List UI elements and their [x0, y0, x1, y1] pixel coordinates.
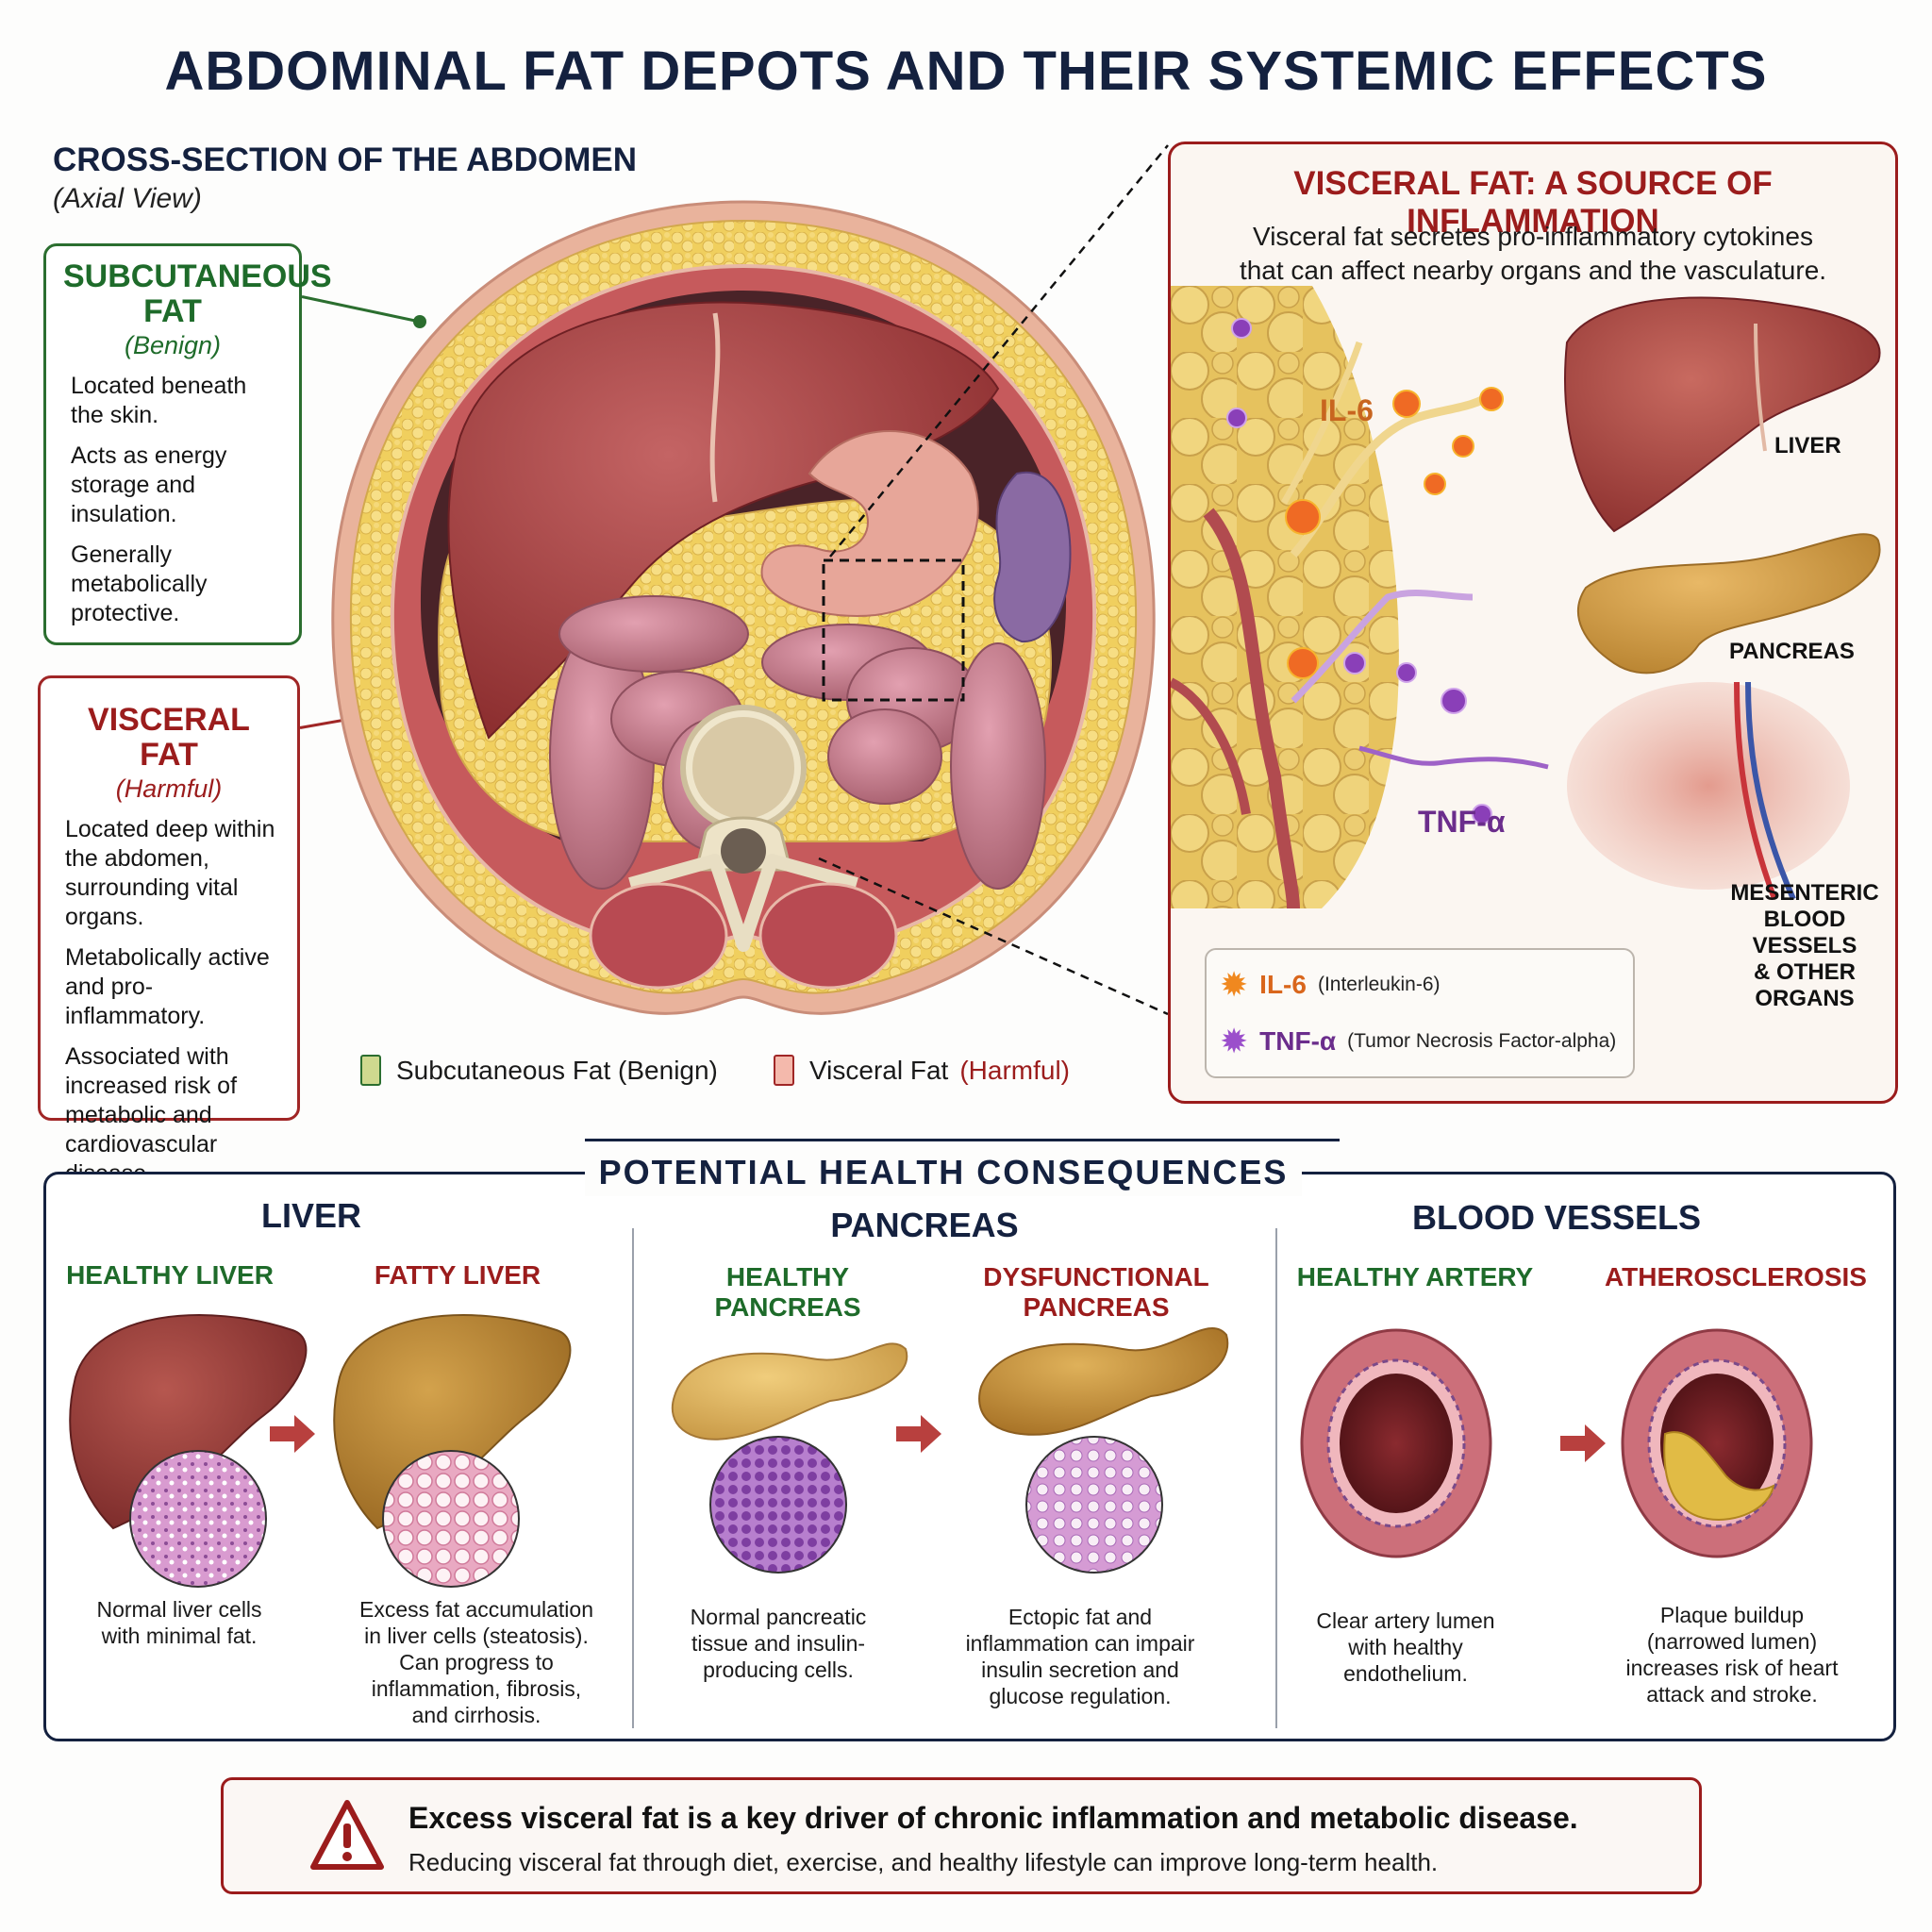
fat-type-legend: Subcutaneous Fat (Benign) Visceral Fat (… — [360, 1055, 1096, 1092]
health-consequences-title: POTENTIAL HEALTH CONSEQUENCES — [598, 1153, 1289, 1191]
healthy-liver-caption: Normal liver cells with minimal fat. — [96, 1597, 262, 1648]
liver-comparison-illustration — [69, 1314, 572, 1588]
tnf-legend-name: TNF-α — [1259, 1026, 1337, 1056]
column-divider — [1275, 1228, 1277, 1728]
progression-arrow-icon — [896, 1415, 941, 1453]
callout-body: Reducing visceral fat through diet, exer… — [408, 1848, 1439, 1876]
description-line: that can affect nearby organs and the va… — [1239, 256, 1827, 285]
cytokine-legend-row-il6: ✹ IL-6 (Interleukin-6) — [1220, 965, 1441, 1005]
subcutaneous-point: Acts as energy storage and insulation. — [71, 442, 227, 527]
cytokine-legend-row-tnf: ✹ TNF-α (Tumor Necrosis Factor-alpha) — [1220, 1022, 1616, 1061]
inflammation-panel-description: Visceral fat secretes pro-inflammatory c… — [1171, 220, 1895, 288]
subcutaneous-heading-line1: SUBCUTANEOUS — [63, 258, 332, 294]
subcutaneous-heading-line2: FAT — [143, 293, 202, 329]
legend-visceral-qualifier: (Harmful) — [959, 1055, 1070, 1085]
artery-comparison-illustration — [1300, 1328, 1813, 1558]
liver-label: LIVER — [1774, 433, 1841, 458]
healthy-liver-label: HEALTHY LIVER — [66, 1260, 274, 1290]
visceral-fat-box: VISCERAL FAT (Harmful) Located deep with… — [38, 675, 300, 1187]
healthy-artery-label: HEALTHY ARTERY — [1296, 1262, 1534, 1291]
dysfunctional-pancreas-label: DYSFUNCTIONAL PANCREAS — [983, 1262, 1209, 1322]
mesenteric-label-line: BLOOD VESSELS — [1752, 907, 1857, 958]
mesenteric-label-line: MESENTERIC — [1730, 880, 1879, 906]
pancreas-section-heading: PANCREAS — [830, 1206, 1019, 1244]
column-divider — [632, 1228, 634, 1728]
healthy-pancreas-caption: Normal pancreatic tissue and insulin-pro… — [690, 1605, 867, 1682]
visceral-point: Located deep within the abdomen, surroun… — [65, 816, 275, 930]
visceral-qualifier: (Harmful) — [115, 774, 223, 803]
inflammation-panel-title: VISCERAL FAT: A SOURCE OF INFLAMMATION — [1293, 165, 1773, 240]
legend-item-subcutaneous: Subcutaneous Fat (Benign) — [360, 1055, 718, 1086]
cross-section-subtitle: (Axial View) — [53, 183, 202, 214]
subcutaneous-qualifier: (Benign) — [124, 331, 222, 359]
subcutaneous-fat-box: SUBCUTANEOUS FAT (Benign) Located beneat… — [43, 243, 332, 645]
il6-legend-name: IL-6 — [1259, 970, 1307, 999]
legend-item-visceral: Visceral Fat (Harmful) — [774, 1055, 1070, 1086]
description-line: Visceral fat secretes pro-inflammatory c… — [1253, 222, 1813, 251]
healthy-pancreas-label: HEALTHY PANCREAS — [714, 1262, 861, 1322]
blood-vessels-section-heading: BLOOD VESSELS — [1411, 1198, 1702, 1237]
subcutaneous-point: Located beneath the skin. — [71, 373, 247, 428]
legend-visceral-label: Visceral Fat — [809, 1055, 949, 1085]
page-title: ABDOMINAL FAT DEPOTS AND THEIR SYSTEMIC … — [164, 41, 1768, 102]
mesenteric-label: MESENTERIC BLOOD VESSELS & OTHER ORGANS — [1720, 880, 1890, 1012]
callout-headline: Excess visceral fat is a key driver of c… — [408, 1801, 1578, 1835]
key-message-callout: Excess visceral fat is a key driver of c… — [221, 1777, 1702, 1894]
dysfunctional-pancreas-caption: Ectopic fat and inflammation can impair … — [965, 1605, 1195, 1708]
tnf-burst-icon: ✹ — [1220, 1022, 1249, 1060]
progression-arrow-icon — [270, 1415, 315, 1453]
il6-legend-description: (Interleukin-6) — [1317, 974, 1441, 995]
visceral-point: Metabolically active and pro-inflammator… — [65, 944, 270, 1029]
pancreas-comparison-illustration — [671, 1327, 1229, 1574]
fatty-liver-caption: Excess fat accumulation in liver cells (… — [358, 1597, 593, 1727]
legend-subcutaneous-label: Subcutaneous Fat (Benign) — [396, 1055, 718, 1085]
red-swatch-icon — [774, 1055, 794, 1086]
liver-section-heading: LIVER — [260, 1196, 361, 1235]
progression-arrow-icon — [1560, 1424, 1606, 1462]
visceral-point: Associated with increased risk of metabo… — [65, 1043, 238, 1187]
cytokine-legend: ✹ IL-6 (Interleukin-6) ✹ TNF-α (Tumor Ne… — [1205, 948, 1635, 1078]
atherosclerosis-caption: Plaque buildup (narrowed lumen) increase… — [1625, 1603, 1839, 1707]
pancreas-label: PANCREAS — [1729, 639, 1855, 664]
fatty-liver-label: FATTY LIVER — [374, 1260, 541, 1290]
mesenteric-label-line: & OTHER ORGANS — [1754, 959, 1856, 1011]
il6-burst-icon: ✹ — [1220, 965, 1249, 1004]
inflammation-panel: VISCERAL FAT: A SOURCE OF INFLAMMATION V… — [1168, 142, 1898, 1104]
tnf-alpha-label: TNF-α — [1418, 805, 1506, 839]
green-swatch-icon — [360, 1055, 381, 1086]
subcutaneous-point: Generally metabolically protective. — [71, 541, 208, 626]
il6-label: IL-6 — [1320, 393, 1374, 427]
healthy-artery-caption: Clear artery lumen with healthy endothel… — [1316, 1608, 1495, 1686]
zoom-connector-lines — [818, 144, 1169, 1016]
cross-section-title: CROSS-SECTION OF THE ABDOMEN — [53, 142, 637, 178]
subcutaneous-leader-dot — [413, 315, 426, 328]
cytokine-illustration — [1171, 286, 1881, 909]
visceral-heading: VISCERAL FAT — [88, 702, 250, 773]
section-divider-line — [585, 1139, 1340, 1141]
abdomen-cross-section-illustration — [331, 200, 1156, 1015]
warning-triangle-icon — [310, 1800, 384, 1870]
atherosclerosis-label: ATHEROSCLEROSIS — [1605, 1262, 1867, 1291]
health-consequences-title-wrap: POTENTIAL HEALTH CONSEQUENCES — [585, 1149, 1302, 1196]
tnf-legend-description: (Tumor Necrosis Factor-alpha) — [1347, 1030, 1617, 1052]
